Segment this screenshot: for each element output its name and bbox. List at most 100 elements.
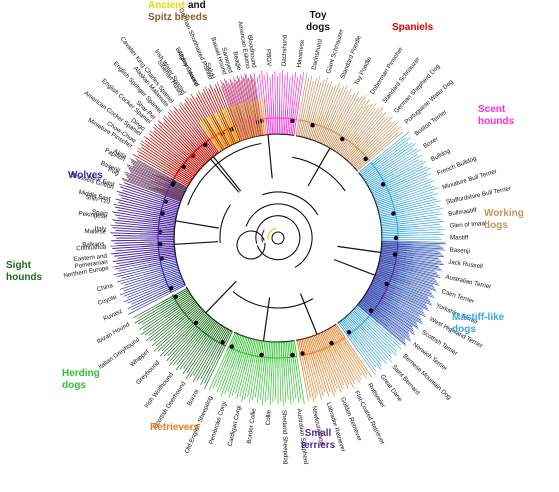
leaf-branch (335, 323, 346, 338)
leaf-branch (378, 208, 397, 214)
leaf-tip (231, 80, 240, 108)
leaf-tip (378, 312, 410, 337)
leaf-tip (314, 366, 324, 396)
leaf-branch (139, 239, 175, 241)
ancient-yellow-leaf (253, 100, 261, 136)
clade-arc (233, 331, 295, 343)
leaf-tip (290, 358, 297, 399)
ancient-yellow-leaf (241, 102, 252, 138)
leaf-tip (208, 88, 223, 118)
ancient-yellow-leaf (233, 105, 246, 140)
leaf-tip (140, 317, 166, 336)
leaf-tip (193, 341, 215, 377)
leaf-tip (200, 96, 213, 116)
leaf-tip (121, 177, 167, 196)
bootstrap-node (160, 211, 165, 216)
leaf-tip (403, 283, 433, 295)
ancient-yellow-leaf (256, 99, 263, 136)
leaf-branch (312, 335, 326, 371)
leaf-branch (183, 156, 200, 171)
breed-label: China (96, 282, 114, 293)
leaf-branch (273, 341, 276, 362)
breed-label: Basenji (449, 247, 470, 255)
leaf-tip (142, 150, 177, 173)
leaf-tip (149, 314, 184, 342)
leaf-tip (329, 82, 341, 110)
ancient-yellow-leaf (222, 109, 238, 143)
leaf-branch (381, 225, 403, 229)
leaf-branch (177, 153, 199, 172)
leaf-branch (368, 288, 392, 302)
leaf-branch (358, 303, 377, 319)
leaf-branch (367, 290, 392, 305)
leaf-tip (158, 128, 182, 149)
leaf-branch (381, 219, 416, 225)
leaf-tip (137, 307, 157, 319)
leaf-branch (380, 256, 407, 263)
leaf-tip (368, 121, 400, 151)
leaf-branch (330, 121, 348, 149)
clade-arc (242, 133, 295, 141)
leaf-branch (170, 290, 189, 303)
bootstrap-node (181, 164, 186, 170)
leaf-branch (243, 113, 251, 138)
leaf-tip (244, 73, 252, 107)
leaf-tip (387, 290, 430, 312)
leaf-branch (333, 325, 347, 347)
leaf-branch (169, 296, 193, 313)
leaf-tip (272, 361, 275, 402)
leaf-branch (361, 166, 376, 177)
leaf-tip (138, 306, 166, 325)
leaf-branch (378, 204, 403, 213)
leaf-tip (393, 148, 417, 165)
leaf-tip (372, 323, 402, 350)
leaf-tip (322, 86, 334, 115)
leaf-branch (380, 219, 401, 224)
leaf-tip (281, 70, 284, 111)
leaf-tip (304, 80, 314, 121)
leaf-tip (244, 370, 251, 400)
leaf-branch (155, 272, 181, 283)
ancient-yellow-leaf (236, 104, 248, 139)
leaf-branch (316, 108, 330, 142)
leaf-branch (152, 217, 176, 223)
leaf-tip (413, 254, 438, 258)
breed-label: Kuvasz (102, 308, 123, 323)
leaf-branch (267, 341, 271, 363)
leaf-tip (149, 137, 182, 163)
leaf-tip (406, 185, 435, 196)
internal-branch-arc (236, 230, 266, 260)
leaf-tip (346, 95, 363, 123)
leaf-tip (118, 183, 148, 194)
leaf-branch (303, 338, 308, 355)
leaf-branch (361, 299, 392, 322)
leaf-branch (156, 261, 178, 268)
leaf-tip (375, 121, 392, 138)
group-title-scent: Scent (478, 104, 506, 115)
leaf-tip (366, 320, 397, 348)
leaf-tip (163, 334, 186, 357)
subclade-arc (298, 337, 346, 357)
leaf-branch (352, 150, 369, 167)
leaf-branch (327, 329, 337, 346)
leaf-branch (361, 299, 380, 314)
leaf-branch (192, 320, 215, 349)
ancient-yellow-leaf (230, 105, 244, 141)
leaf-tip (392, 159, 419, 175)
leaf-tip (130, 171, 151, 181)
leaf-tip (113, 268, 142, 275)
leaf-branch (145, 218, 176, 224)
leaf-branch (368, 288, 399, 307)
leaf-tip (259, 370, 264, 401)
leaf-branch (315, 334, 327, 362)
leaf-branch (317, 334, 332, 367)
leaf-tip (413, 207, 444, 214)
leaf-tip (236, 75, 246, 110)
clade-stem (337, 245, 382, 254)
leaf-branch (378, 265, 399, 272)
leaf-branch (214, 326, 225, 343)
leaf-branch (365, 293, 383, 306)
breed-label: Spain (92, 209, 109, 218)
leaf-tip (351, 338, 376, 372)
leaf-tip (418, 231, 441, 234)
